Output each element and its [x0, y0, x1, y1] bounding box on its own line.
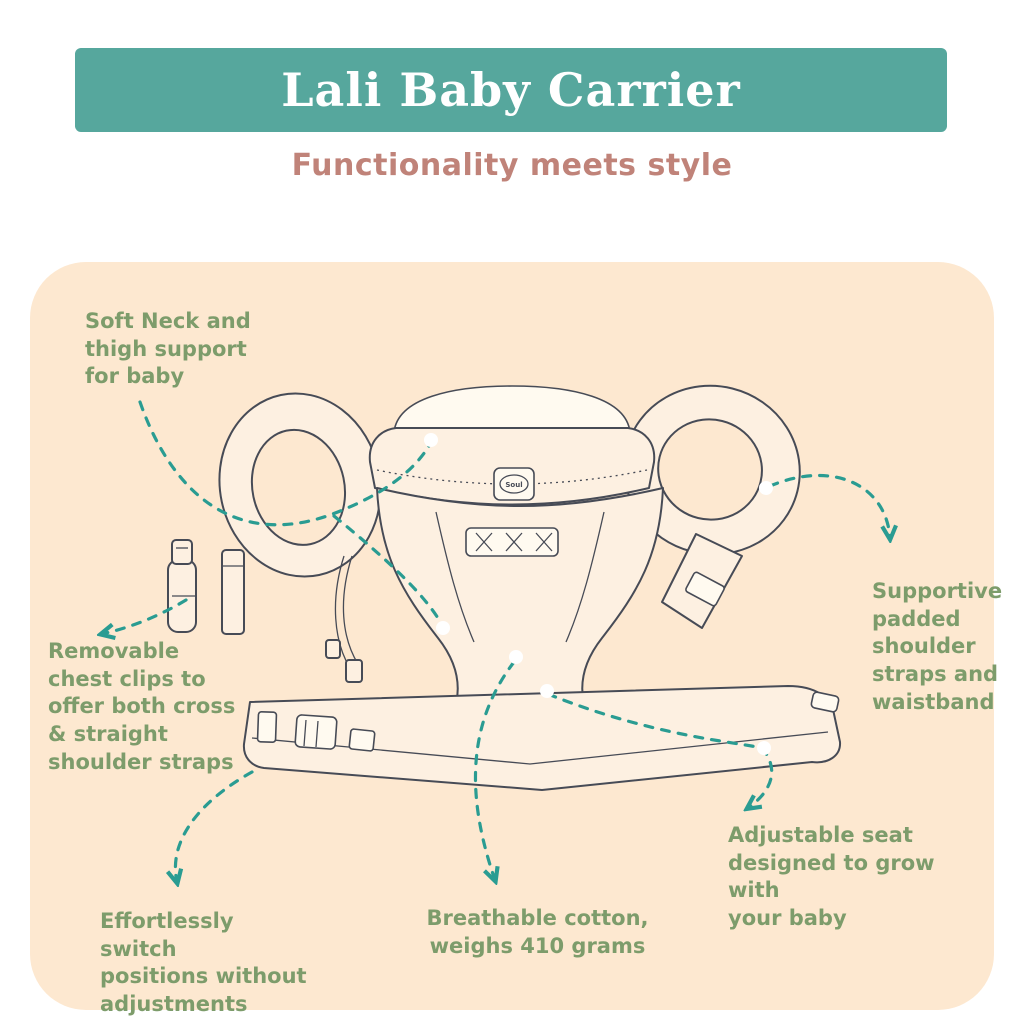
anchor-dots	[424, 433, 773, 755]
arrow-shoulder-straps	[768, 473, 890, 538]
callout-adjustable-seat: Adjustable seat designed to grow with yo…	[728, 823, 935, 931]
callout-shoulder-straps: Supportive padded shoulder straps and wa…	[872, 579, 1003, 714]
title-banner: Lali Baby Carrier	[75, 48, 947, 132]
arrow-adjustable-seat	[546, 692, 774, 808]
chest-clip-accessories	[167, 539, 245, 635]
callout-breathable: Breathable cotton, weighs 410 grams	[426, 906, 649, 958]
arrow-switch-positions	[175, 770, 254, 882]
callout-arrows	[102, 400, 890, 882]
waistband-end-clip	[810, 691, 840, 713]
right-shoulder-strap	[623, 384, 801, 556]
callout-chest-clips: Removable chest clips to offer both cros…	[48, 639, 236, 774]
logo-text: Soul	[505, 481, 522, 489]
left-strap-tab	[345, 659, 363, 683]
body-panel	[376, 487, 664, 717]
logo-patch	[493, 467, 535, 501]
callout-neck-support: Soft Neck and thigh support for baby	[85, 309, 251, 389]
page-subtitle: Functionality meets style	[291, 148, 733, 183]
callout-switch-positions: Effortlessly switch positions without ad…	[100, 909, 307, 1017]
right-strap-buckle	[685, 571, 725, 607]
carrier-drawing: Soul	[218, 384, 842, 791]
arrow-thigh-support	[332, 514, 443, 625]
arrow-neck-support	[138, 400, 431, 527]
bow-strip	[465, 527, 559, 557]
page-title: Lali Baby Carrier	[281, 63, 741, 117]
